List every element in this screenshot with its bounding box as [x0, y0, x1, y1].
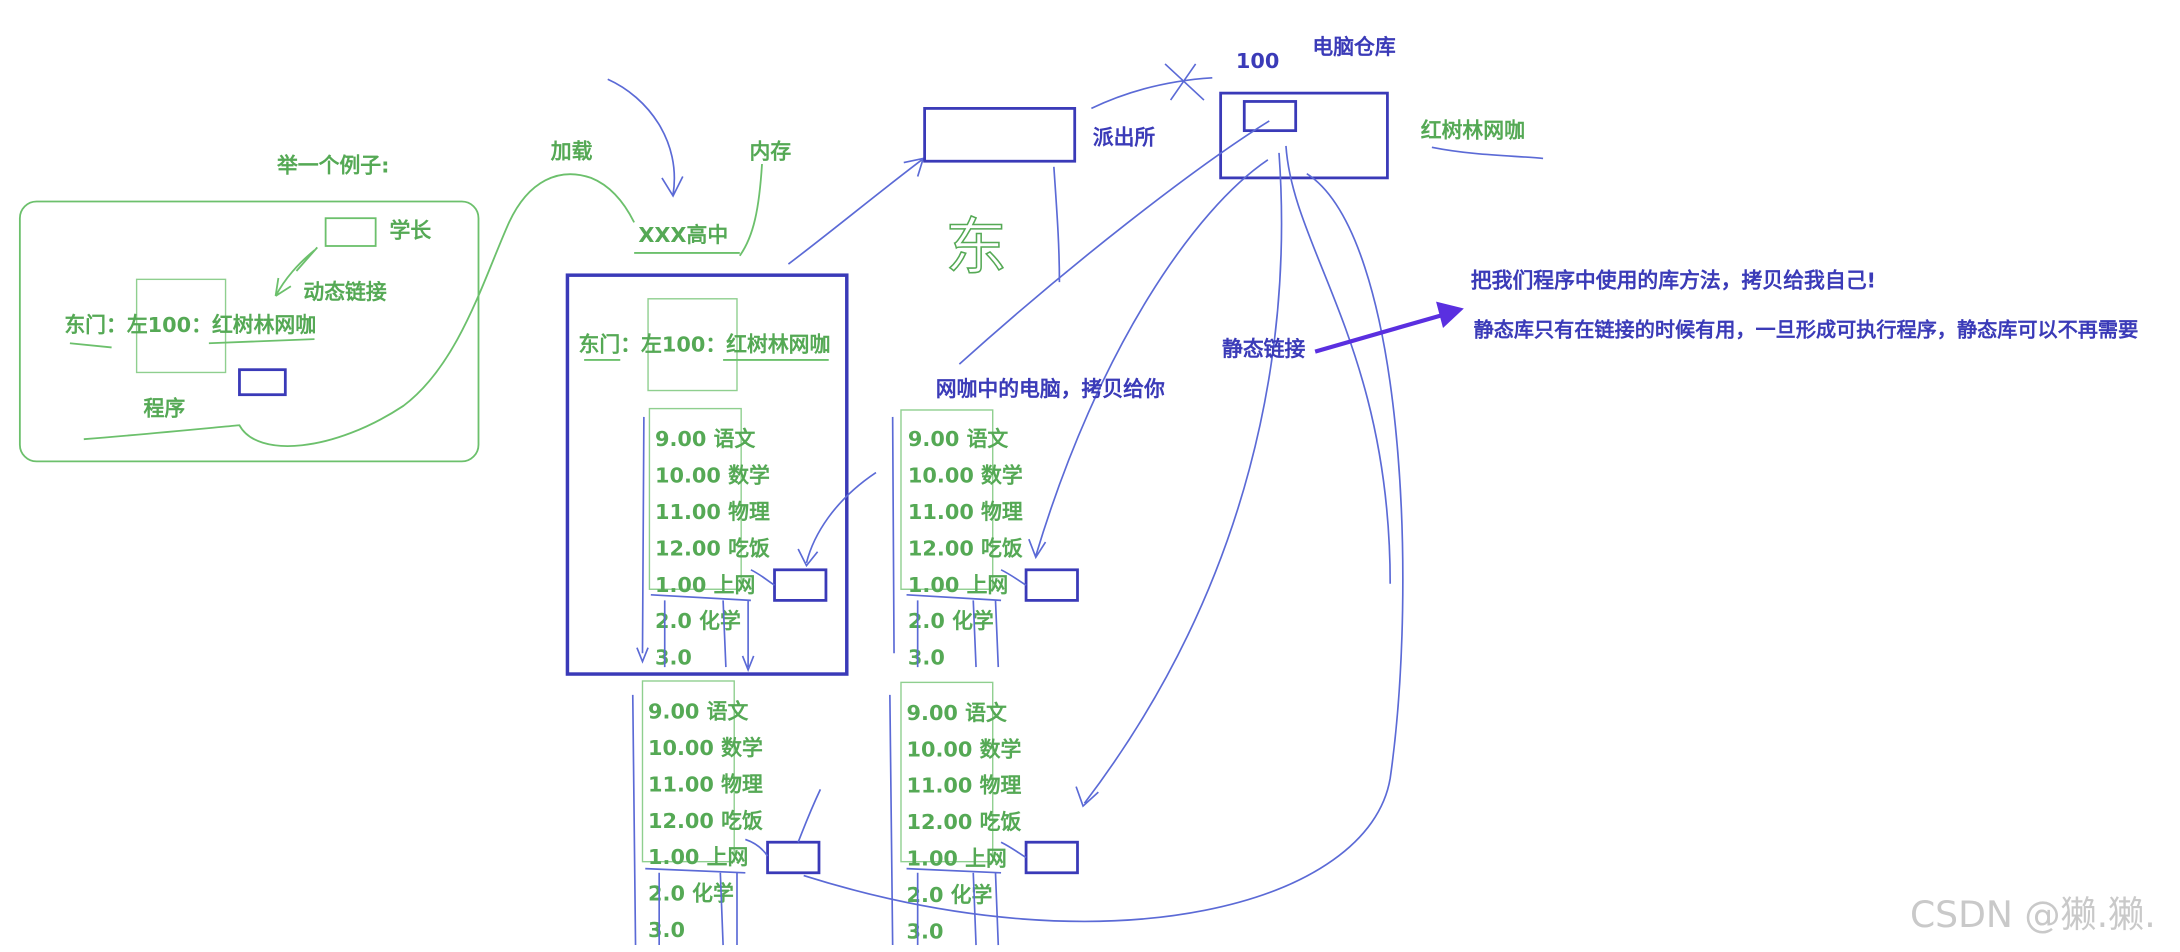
schedule-item: 1.00 上网 — [655, 573, 755, 597]
program-address: 东门：左100：红树林网咖 — [64, 313, 316, 337]
schedule-item: 12.00 吃饭 — [655, 536, 770, 560]
dynamic-link-label: 动态链接 — [303, 280, 386, 304]
schedule-item: 3.0 — [648, 918, 685, 942]
copy-arrow — [797, 471, 877, 568]
cafe-copy-note: 网咖中的电脑，拷贝给你 — [936, 377, 1165, 401]
static-link-curve — [958, 120, 1270, 365]
schedule-item: 3.0 — [907, 919, 944, 943]
static-link-curve — [1285, 145, 1392, 584]
schedule-flow-lines — [636, 416, 775, 673]
internet-cafe-underline — [1431, 146, 1544, 160]
internet-cafe-label: 红树林网咖 — [1421, 119, 1525, 143]
police-station-box — [923, 107, 1077, 163]
police-station-label: 派出所 — [1093, 126, 1156, 150]
load-arrow — [607, 78, 684, 198]
crossed-out-link — [1091, 63, 1213, 110]
static-link-curve — [1075, 152, 1283, 808]
example-title: 举一个例子: — [276, 153, 389, 177]
schedule-item: 12.00 吃饭 — [908, 536, 1023, 560]
program-address-box — [135, 278, 227, 374]
computer-warehouse-label: 电脑仓库 — [1312, 35, 1395, 59]
schedule-frame — [900, 409, 994, 590]
schedule-item: 11.00 物理 — [908, 500, 1023, 524]
schedule-item: 12.00 吃饭 — [648, 809, 763, 833]
program-label: 程序 — [144, 397, 186, 421]
schedule-frame — [900, 681, 994, 863]
schedule-item: 10.00 数学 — [908, 464, 1023, 488]
schedule-block: 9.00 语文 10.00 数学 11.00 物理 12.00 吃饭 1.00 上网 2.… — [648, 700, 763, 942]
schedule-item: 11.00 物理 — [655, 500, 770, 524]
program-library-box — [238, 368, 287, 397]
schedule-item: 1.00 上网 — [648, 845, 748, 869]
school-address: 东门：左100：红树林网咖 — [579, 333, 831, 357]
library-copy-box — [1024, 840, 1079, 875]
schedule-frame — [641, 680, 735, 863]
schedule-item: 10.00 数学 — [648, 736, 763, 760]
copy-arrow — [797, 789, 822, 843]
computer-warehouse-box — [1219, 91, 1389, 180]
program-panel-frame — [18, 200, 480, 463]
schedule-item: 11.00 物理 — [648, 772, 763, 796]
schedule-layer: 9.00 语文 10.00 数学 11.00 物理 12.00 吃饭 1.00 上网 2.… — [648, 427, 1023, 943]
schedule-block: 9.00 语文 10.00 数学 11.00 物理 12.00 吃饭 1.00 上网 2.… — [908, 427, 1023, 669]
library-copy-box — [766, 840, 821, 875]
schedule-item: 9.00 语文 — [655, 427, 755, 451]
schedule-flow-lines — [891, 416, 1027, 668]
police-line — [1053, 166, 1061, 283]
schedule-block: 9.00 语文 10.00 数学 11.00 物理 12.00 吃饭 1.00 上网 2.… — [907, 701, 1022, 943]
schedule-item: 2.0 化学 — [908, 609, 994, 633]
library-copy-box — [1024, 568, 1079, 602]
schedule-block: 9.00 语文 10.00 数学 11.00 物理 12.00 吃饭 1.00 上网 2.… — [655, 427, 770, 669]
east-scribble: 东 — [945, 212, 1006, 283]
note-arrow-shaft — [1314, 312, 1447, 354]
police-arrow — [787, 157, 925, 265]
schedule-item: 9.00 语文 — [907, 701, 1007, 725]
computer-item-box — [1242, 100, 1298, 133]
school-address-box — [647, 298, 738, 392]
library-copy-box — [773, 568, 828, 602]
schedule-item: 9.00 语文 — [908, 427, 1008, 451]
schedule-item: 10.00 数学 — [655, 464, 770, 488]
senior-box — [324, 217, 377, 247]
schedule-flow-lines — [631, 694, 769, 946]
schedule-item: 9.00 语文 — [648, 700, 748, 724]
note-static-library: 静态库只有在链接的时候有用，一旦形成可执行程序，静态库可以不再需要 — [1474, 317, 2139, 341]
schedule-item: 11.00 物理 — [907, 774, 1022, 798]
note-arrow-head — [1436, 301, 1464, 328]
static-link-label: 静态链接 — [1222, 337, 1305, 361]
schedule-item: 2.0 化学 — [655, 609, 741, 633]
schedule-item: 1.00 上网 — [908, 573, 1008, 597]
schedule-flow-lines — [889, 694, 1027, 946]
schedule-item: 3.0 — [655, 646, 692, 670]
dynamic-link-arrow — [274, 246, 318, 297]
computer-count: 100 — [1236, 49, 1279, 73]
watermark: CSDN @獭.獭. — [1910, 893, 2156, 936]
schedule-item: 1.00 上网 — [907, 847, 1007, 871]
address-underline — [69, 338, 315, 349]
memory-pointer — [739, 163, 763, 257]
static-link-curve — [803, 173, 1404, 923]
schedule-item: 12.00 吃饭 — [907, 810, 1022, 834]
senior-label: 学长 — [390, 219, 432, 243]
schedule-item: 3.0 — [908, 646, 945, 670]
schedule-item: 2.0 化学 — [648, 882, 734, 906]
school-memory-box — [565, 273, 849, 676]
note-copy-library: 把我们程序中使用的库方法，拷贝给我自己! — [1471, 269, 1876, 293]
load-curve — [83, 173, 635, 447]
school-label: XXX高中 — [638, 223, 728, 247]
memory-label: 内存 — [750, 139, 792, 163]
schedule-item: 2.0 化学 — [907, 883, 993, 907]
static-link-curve — [1028, 159, 1269, 560]
schedule-frame — [648, 407, 742, 590]
load-label: 加载 — [550, 139, 593, 163]
schedule-item: 10.00 数学 — [907, 737, 1022, 761]
